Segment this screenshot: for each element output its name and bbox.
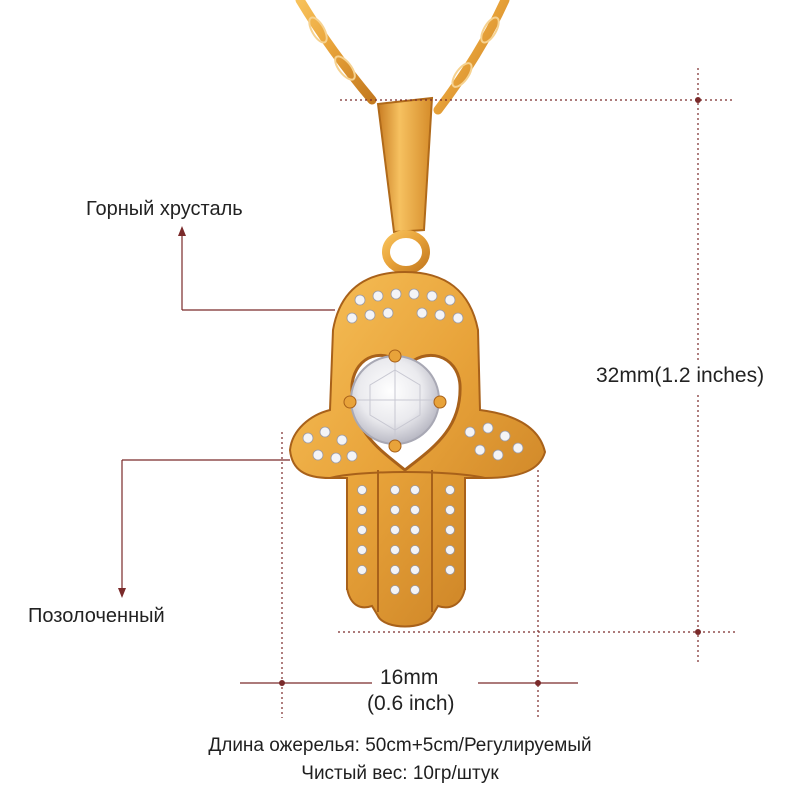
net-weight-caption: Чистый вес: 10гр/штук [301, 763, 499, 784]
necklace-length-caption: Длина ожерелья: 50cm+5cm/Регулируемый [208, 735, 592, 756]
rock-crystal-label: Горный хрусталь [86, 198, 243, 220]
pave-stones [302, 288, 524, 595]
width-dimension-label: 16mm [380, 666, 439, 689]
chain-icon [295, 0, 510, 115]
gold-plated-label: Позолоченный [28, 605, 165, 627]
dimension-arrows [118, 97, 701, 686]
dimension-lines [121, 68, 735, 718]
jump-ring-icon [382, 230, 430, 274]
height-dimension-label: 32mm(1.2 inches) [596, 364, 765, 387]
crystal-stone-icon [343, 349, 447, 453]
bail-icon [376, 96, 434, 234]
chain-links [308, 16, 500, 88]
width-inch-label: (0.6 inch) [367, 692, 455, 715]
